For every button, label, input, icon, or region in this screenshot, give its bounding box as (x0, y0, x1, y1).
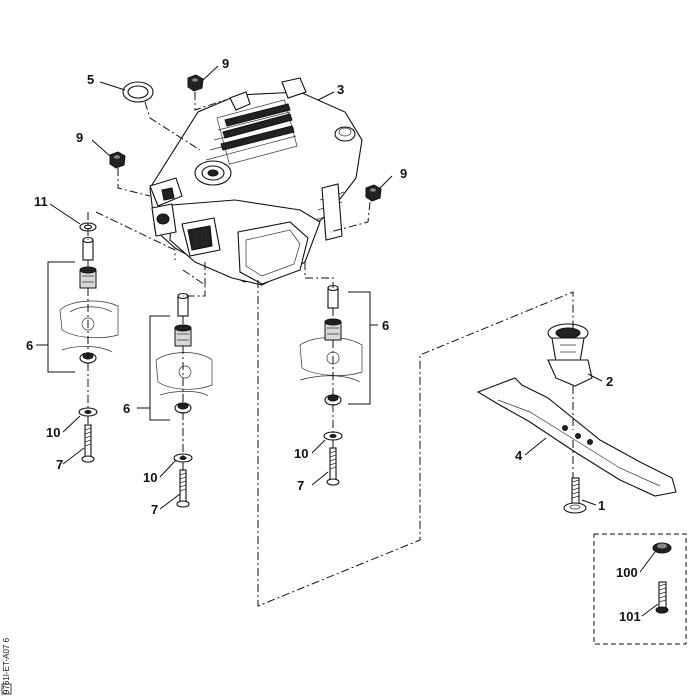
callout-6-left: 6 (26, 338, 33, 353)
mower-blade-part-4 (476, 377, 677, 497)
callout-7-middle: 7 (151, 502, 158, 517)
callout-1: 1 (598, 498, 605, 513)
callout-100: 100 (616, 565, 638, 580)
callout-3: 3 (337, 82, 344, 97)
callout-101: 101 (619, 609, 641, 624)
callout-2: 2 (606, 374, 613, 389)
drawing-code: 9761I-ET-A07 6 (1, 637, 12, 695)
assembly-lines (87, 92, 574, 607)
callout-4: 4 (515, 448, 523, 463)
engine-assembly (149, 77, 363, 286)
callout-9-left: 9 (76, 130, 83, 145)
callout-7-left: 7 (56, 457, 63, 472)
callout-9-top: 9 (222, 56, 229, 71)
inset-box (593, 533, 687, 645)
callout-10-left: 10 (46, 425, 60, 440)
callout-labels: 5 9 3 9 9 11 6 6 6 10 7 10 7 10 7 2 4 1 … (26, 56, 641, 624)
blade-adapter-part-2 (547, 323, 593, 387)
callout-6-right: 6 (382, 318, 389, 333)
nut-part-9-top (187, 74, 204, 92)
mount-stack-middle (149, 292, 213, 508)
callout-11: 11 (34, 194, 48, 209)
nut-part-9-right (365, 184, 382, 202)
bolt-part-101 (655, 581, 669, 614)
callout-9-right: 9 (400, 166, 407, 181)
blade-bolt-part-1 (563, 477, 587, 514)
gasket-ring-part-5 (122, 81, 154, 103)
mount-stack-right (299, 284, 371, 486)
callout-7-right: 7 (297, 478, 304, 493)
callout-6-middle: 6 (123, 401, 130, 416)
drawing-code-text: 9761I-ET-A07 6 (2, 637, 11, 694)
washer-part-100 (652, 542, 672, 554)
leader-lines (36, 65, 659, 617)
callout-5: 5 (87, 72, 94, 87)
callout-10-middle: 10 (143, 470, 157, 485)
callout-10-right: 10 (294, 446, 308, 461)
nut-part-9-left (109, 151, 126, 169)
